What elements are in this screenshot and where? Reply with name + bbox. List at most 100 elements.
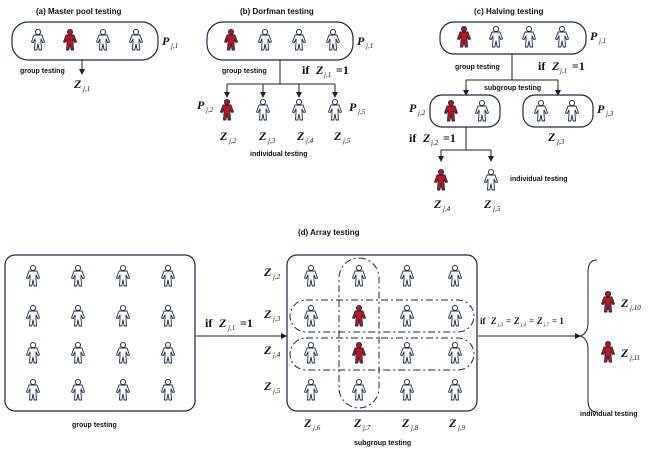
array-condition: if Z j,1 =1: [205, 316, 253, 332]
array-row-pool-3: [289, 337, 475, 371]
svg-text:=1: =1: [336, 63, 349, 77]
halving-subpool-people: [444, 99, 579, 122]
person-icon: [161, 341, 175, 364]
svg-text:= 1: = 1: [552, 316, 564, 326]
dorfman-result-z4: Z j,4: [296, 129, 314, 145]
person-icon: [448, 378, 462, 401]
array-result-brace: [579, 259, 598, 413]
svg-text:j,5: j,5: [492, 205, 501, 213]
caption-array: (d) Array testing: [298, 228, 360, 237]
svg-text:j,3: j,3: [267, 137, 276, 145]
svg-text:Z: Z: [448, 416, 457, 430]
svg-text:j,2: j,2: [430, 139, 439, 147]
person-icon: [352, 378, 366, 401]
svg-text:Z: Z: [73, 77, 82, 91]
person-icon: [400, 264, 414, 287]
person-icon: [116, 341, 130, 364]
person-icon: [400, 341, 414, 364]
svg-text:P: P: [197, 98, 205, 112]
halving-result-z4: Z j,4: [433, 197, 451, 213]
dorfman-label-p5: P j,5: [349, 100, 366, 116]
svg-text:=1: =1: [572, 59, 585, 73]
svg-text:P: P: [409, 101, 417, 115]
svg-text:Z: Z: [620, 296, 629, 310]
svg-text:=1: =1: [443, 131, 456, 145]
svg-text:j,2: j,2: [272, 273, 281, 281]
svg-text:if: if: [205, 316, 213, 330]
person-icon: [601, 290, 615, 313]
person-icon: [304, 341, 318, 364]
dorfman-individuals: [220, 98, 342, 121]
svg-text:P: P: [162, 34, 170, 48]
svg-text:if: if: [409, 131, 417, 145]
svg-text:Z: Z: [422, 131, 431, 145]
array-subgroup-testing-label: subgroup testing: [354, 440, 411, 447]
svg-text:j,8: j,8: [410, 424, 419, 432]
array-row-label-z5: Z j,5: [263, 379, 281, 395]
halving-result-z5: Z j,5: [483, 197, 501, 213]
caption-dorfman: (b) Dorfman testing: [240, 7, 314, 16]
svg-text:Z: Z: [547, 130, 556, 144]
svg-text:=: =: [529, 316, 534, 326]
person-icon: [258, 28, 272, 51]
person-icon: [224, 28, 238, 51]
svg-text:j,9: j,9: [457, 424, 466, 432]
svg-text:if: if: [480, 316, 487, 326]
halving-group-testing-label: group testing: [455, 64, 500, 71]
svg-text:Z: Z: [401, 416, 410, 430]
person-icon: [448, 341, 462, 364]
svg-text:j,5: j,5: [272, 387, 281, 395]
svg-text:j,11: j,11: [629, 354, 640, 362]
svg-text:j,1: j,1: [598, 37, 606, 45]
dorfman-result-z5: Z j,5: [333, 129, 351, 145]
array-row-label-z2: Z j,2: [263, 265, 281, 281]
svg-text:j,5: j,5: [357, 108, 366, 116]
svg-text:Z: Z: [551, 59, 560, 73]
person-icon: [116, 264, 130, 287]
svg-text:Z: Z: [296, 129, 305, 143]
svg-text:if: if: [302, 63, 310, 77]
svg-text:Z: Z: [536, 316, 543, 326]
dorfman-label-p2: P j,2: [197, 98, 214, 114]
person-icon: [565, 99, 579, 122]
svg-text:Z: Z: [333, 129, 342, 143]
person-icon: [457, 25, 471, 48]
person-icon: [448, 304, 462, 327]
person-icon: [400, 378, 414, 401]
svg-text:Z: Z: [263, 265, 272, 279]
person-icon: [161, 304, 175, 327]
svg-text:P: P: [357, 34, 365, 48]
person-icon: [555, 25, 569, 48]
svg-text:Z: Z: [353, 416, 362, 430]
array-col-label-z6: Z j,6: [303, 416, 321, 432]
svg-text:j,2: j,2: [417, 109, 426, 117]
person-icon: [63, 28, 77, 51]
svg-text:Z: Z: [263, 379, 272, 393]
halving-individuals: [434, 168, 498, 191]
svg-text:Z: Z: [263, 343, 272, 357]
halving-subgroup-testing-label: subgroup testing: [484, 85, 541, 92]
svg-text:j,3: j,3: [605, 110, 614, 118]
array-subgroup-grid: [304, 264, 462, 401]
svg-text:j,7: j,7: [362, 424, 371, 432]
master-pool-label: P j,1: [162, 34, 178, 50]
person-icon: [601, 340, 615, 363]
halving-subpool-right: [522, 94, 594, 128]
array-result-z11: Z j,11: [620, 346, 640, 362]
person-icon: [352, 341, 366, 364]
dorfman-result-z2: Z j,2: [219, 129, 237, 145]
array-individual-testing-label: individual testing: [580, 411, 638, 418]
svg-text:j,4: j,4: [305, 137, 314, 145]
person-icon: [400, 304, 414, 327]
person-icon: [352, 304, 366, 327]
array-row-pool-2: [289, 299, 475, 333]
array-individuals: [601, 290, 615, 363]
person-icon: [326, 28, 340, 51]
svg-text:Z: Z: [483, 197, 492, 211]
array-row-label-z4: Z j,4: [263, 343, 281, 359]
array-row-label-z3: Z j,3: [263, 307, 281, 323]
svg-text:j,2: j,2: [205, 106, 214, 114]
svg-text:j,1: j,1: [170, 42, 178, 50]
master-result-z1: Z j,1: [73, 77, 90, 93]
person-icon: [292, 28, 306, 51]
